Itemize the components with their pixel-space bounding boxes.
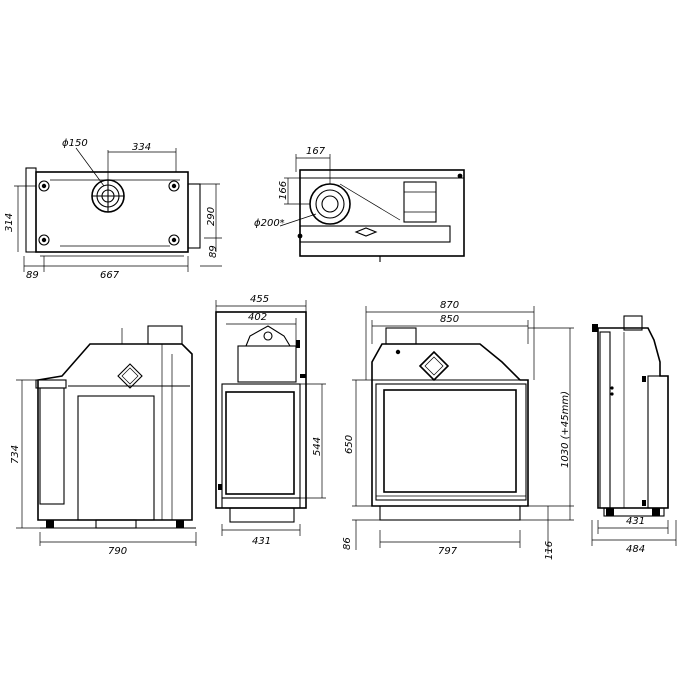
top-view-1-flue-pipe (91, 179, 125, 213)
side-right-base (603, 507, 665, 517)
side-right-dimension-lines (591, 520, 677, 546)
dim-front-large-base-width: 797 (438, 546, 458, 557)
dim-front-large-foot-height: 116 (544, 541, 555, 560)
dim-pipe-diameter-2: ϕ200* (254, 218, 285, 229)
front-small-flue-hood (245, 325, 291, 347)
front-large-dimension-lines (352, 306, 574, 554)
side-view-left: 734 790 (10, 325, 197, 557)
front-small-top-chamber (237, 345, 297, 383)
side-left-outline (37, 343, 193, 521)
top-view-2-logo-diamond (354, 227, 378, 237)
dim-front-small-inner-width: 402 (248, 312, 267, 323)
front-small-dimension-lines (215, 300, 326, 536)
dim-front-small-glass-height: 544 (312, 437, 323, 456)
top-view-2-front-rail (299, 225, 451, 243)
top-view-1-right-flange (187, 183, 201, 249)
dim-front-large-base-height: 86 (342, 537, 353, 550)
dim-front-large-total-height: 1030 (+45mm) (560, 391, 571, 468)
top-view-1: ϕ150 334 314 290 89 667 89 (4, 138, 222, 281)
dim-depth-1: 314 (4, 213, 15, 232)
dim-right-margin-1: 89 (208, 245, 219, 258)
dim-width-1: 667 (100, 270, 120, 281)
side-left-glass (77, 395, 155, 521)
dim-front-small-base-width: 431 (252, 536, 271, 547)
front-large-glass (383, 389, 517, 493)
side-right-door-panel (647, 375, 669, 509)
top-view-1-dimension-lines (14, 147, 222, 272)
side-left-logo-diamond (117, 363, 143, 389)
side-left-top-ledge (35, 379, 67, 389)
top-view-1-left-flange (25, 167, 37, 253)
front-large-door (375, 383, 527, 501)
dim-pipe-offset-1: 334 (132, 142, 151, 153)
top-view-2-body (299, 169, 465, 257)
dim-side-height: 734 (10, 445, 21, 464)
side-right-back-panel (599, 331, 611, 509)
side-left-flue-collar (147, 325, 183, 345)
dim-right-depth-1: 290 (206, 207, 217, 226)
dim-side-width: 790 (108, 546, 127, 557)
top-view-1-bolts (38, 180, 180, 246)
top-view-2: 167 166 ϕ200* (254, 146, 465, 262)
dim-front-large-outer-width: 870 (440, 300, 459, 311)
front-small-glass (225, 391, 295, 495)
front-view-small: 455 402 544 431 (215, 294, 326, 547)
dim-front-small-outer-width: 455 (250, 294, 269, 305)
front-small-base (229, 507, 295, 523)
side-right-outline (597, 327, 669, 509)
dim-side-right-depth-inner: 431 (626, 516, 645, 527)
dim-pipe-offset-2: 167 (306, 146, 326, 157)
side-view-right: 431 484 (591, 315, 677, 555)
side-left-door-panel (39, 387, 65, 505)
side-left-base-block (95, 519, 137, 529)
dim-pipe-height-2: 166 (278, 181, 289, 200)
side-left-dimension-lines (16, 379, 197, 546)
side-left-foot-right (176, 520, 184, 528)
top-view-2-side-box (403, 181, 437, 223)
front-large-flue-collar (385, 327, 417, 345)
front-large-logo-diamond (418, 350, 450, 382)
dim-front-large-inner-width: 850 (440, 314, 459, 325)
top-view-2-flue-pipe (309, 183, 351, 225)
front-large-base (379, 505, 521, 521)
front-view-large: 870 850 650 1030 (+45mm) 86 797 116 (342, 300, 574, 560)
dim-pipe-diameter-1: ϕ150 (62, 138, 88, 149)
dim-side-right-depth-outer: 484 (626, 544, 645, 555)
side-left-foot-left (46, 520, 54, 528)
dim-front-large-glass-height: 650 (344, 435, 355, 454)
side-right-flue-collar (623, 315, 643, 331)
dim-left-margin-1: 89 (26, 270, 39, 281)
top-view-2-dimension-lines (279, 154, 331, 227)
